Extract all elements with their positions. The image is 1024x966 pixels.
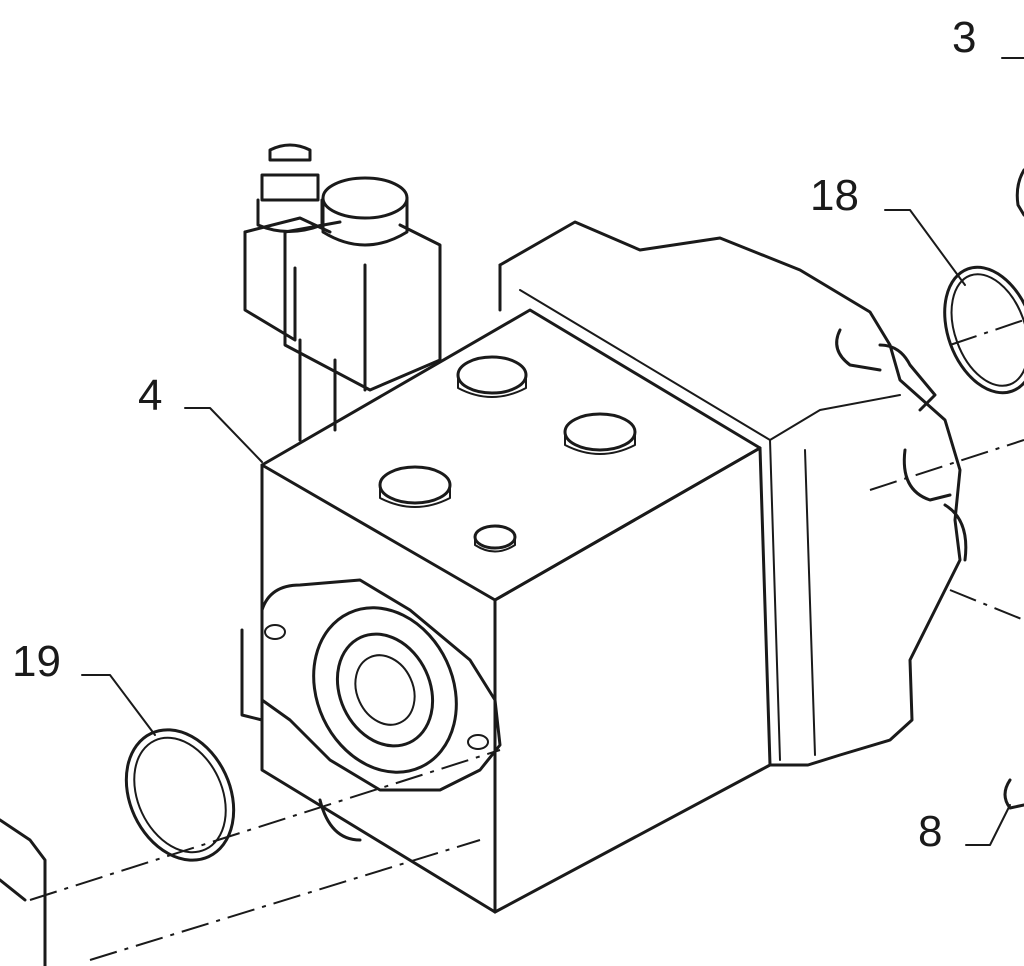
callout-19-label: 19 [12,637,61,686]
center-axes [29,319,1024,961]
callout-3-label: 3 [952,13,976,62]
callout-8: 8 [918,804,1011,856]
drive-flange [240,578,502,842]
callout-8-label: 8 [918,807,942,856]
pump-housing [498,220,968,767]
callout-18-label: 18 [810,171,859,220]
callout-18: 18 [810,171,966,286]
callout-3: 3 [952,13,1024,62]
valve-block [260,308,772,914]
callout-4: 4 [138,371,263,463]
callout-19: 19 [12,637,156,736]
o-ring-19 [124,728,236,862]
o-ring-18 [943,265,1024,395]
partial-parts [0,168,1024,966]
callout-4-label: 4 [138,371,162,420]
solenoid-valve [243,143,442,442]
